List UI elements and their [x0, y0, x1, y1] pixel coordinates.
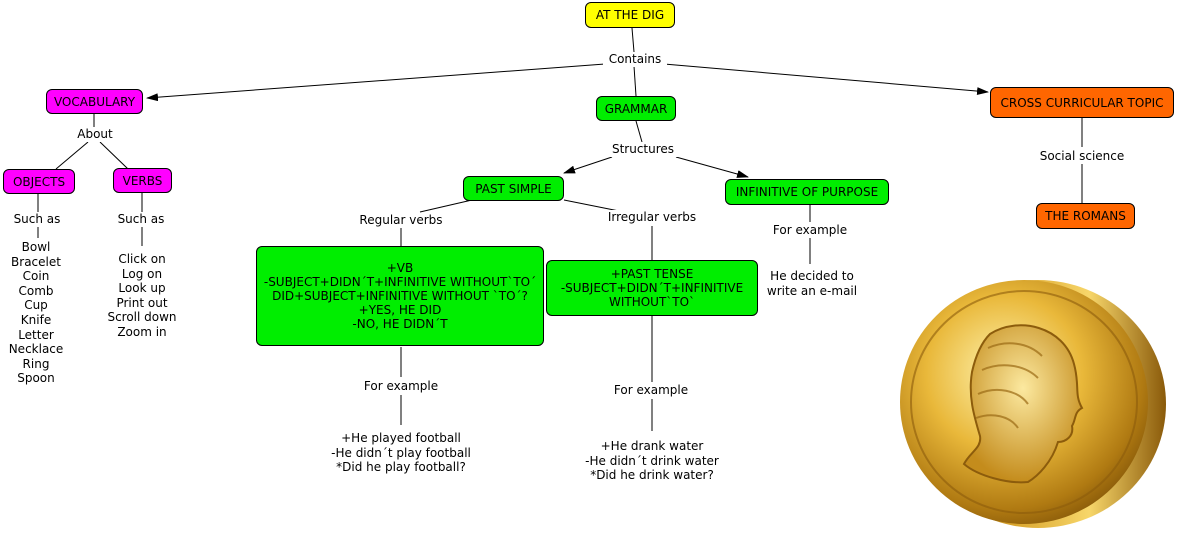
label-regular-verbs: Regular verbs: [352, 213, 450, 228]
label-such-as-verbs: Such as: [110, 212, 172, 227]
node-irregular-rules[interactable]: +PAST TENSE -SUBJECT+DIDN´T+INFINITIVE W…: [546, 260, 758, 316]
label-for-example-regular: For example: [357, 379, 445, 394]
link-about-verbs: [99, 141, 129, 170]
label-contains: Contains: [603, 52, 667, 67]
label-structures: Structures: [605, 142, 681, 157]
label-such-as-objects: Such as: [6, 212, 68, 227]
link-grammar-structures: [635, 120, 643, 143]
leaf-verbs-list: Click on Log on Look up Print out Scroll…: [107, 252, 177, 339]
coin-portrait: [962, 324, 1084, 484]
label-for-example-infinitive: For example: [766, 223, 854, 238]
leaf-regular-examples: +He played football -He didn´t play foot…: [331, 431, 471, 475]
leaf-objects-list: Bowl Bracelet Coin Comb Cup Knife Letter…: [8, 240, 64, 386]
node-the-romans[interactable]: THE ROMANS: [1036, 203, 1135, 229]
node-infinitive-of-purpose[interactable]: INFINITIVE OF PURPOSE: [725, 179, 889, 205]
node-vocabulary[interactable]: VOCABULARY: [46, 89, 143, 114]
node-past-simple[interactable]: PAST SIMPLE: [463, 176, 564, 201]
link-past-regular: [419, 199, 473, 213]
node-verbs[interactable]: VERBS: [113, 168, 172, 193]
leaf-irregular-examples: +He drank water -He didn´t drink water *…: [585, 439, 719, 483]
label-social-science: Social science: [1034, 149, 1130, 164]
node-regular-rules[interactable]: +VB -SUBJECT+DIDN´T+INFINITIVE WITHOUT`T…: [256, 246, 544, 346]
node-objects[interactable]: OBJECTS: [3, 169, 75, 194]
link-contains-grammar: [633, 65, 637, 97]
link-structures-infinitive: [675, 156, 749, 178]
label-irregular-verbs: Irregular verbs: [600, 210, 704, 225]
link-structures-past: [563, 156, 613, 174]
link-contains-cross: [663, 63, 989, 96]
link-contains-vocabulary: [146, 63, 606, 102]
link-about-objects: [55, 141, 89, 170]
label-for-example-irregular: For example: [607, 383, 695, 398]
node-at-the-dig[interactable]: AT THE DIG: [585, 2, 675, 28]
coin-rim: [910, 290, 1138, 514]
link-root-contains: [631, 27, 635, 53]
leaf-infinitive-example: He decided to write an e-mail: [766, 269, 858, 298]
coin-hair-detail: [975, 342, 1043, 429]
label-about: About: [72, 127, 118, 142]
node-cross-curricular-topic[interactable]: CROSS CURRICULAR TOPIC: [990, 87, 1174, 118]
node-grammar[interactable]: GRAMMAR: [596, 96, 676, 121]
coin-image: [900, 280, 1166, 528]
